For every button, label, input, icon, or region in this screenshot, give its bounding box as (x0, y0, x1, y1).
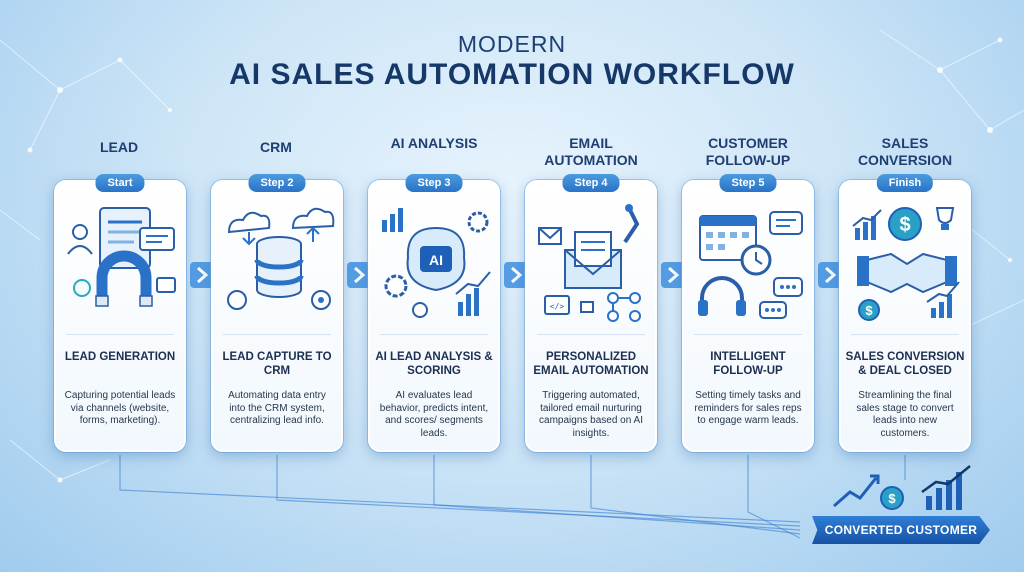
card-divider (694, 334, 802, 335)
svg-text:AI: AI (429, 252, 443, 268)
stage-badge: Step 3 (405, 174, 463, 192)
stage-heading: LEAD CAPTURE TO CRM (222, 351, 332, 377)
arrow-right-icon (190, 262, 216, 288)
stage-heading: INTELLIGENT FOLLOW-UP (710, 351, 786, 377)
stage-description: Automating data entry into the CRM syste… (228, 390, 326, 426)
card-divider (851, 334, 959, 335)
stage-badge: Step 5 (719, 174, 777, 192)
ai-brain-icon: AI (382, 208, 491, 318)
svg-text:$: $ (899, 214, 910, 236)
growth-chart-icon: $ (833, 465, 971, 510)
arrow-right-icon (504, 262, 530, 288)
handshake-dollar-icon: $ $ (852, 207, 960, 321)
stage-heading: SALES CONVERSION & DEAL CLOSED (845, 351, 965, 377)
arrow-right-icon (661, 262, 687, 288)
stage-badge: Finish (876, 174, 934, 192)
stage-badge: Step 2 (248, 174, 306, 192)
stage-card-conversion: Finish $ $ SALES CONVERSION & DEAL CLOSE… (839, 174, 971, 452)
magnet-lead-icon (67, 207, 176, 307)
stage-description: Capturing potential leads via channels (… (64, 390, 176, 426)
stage-heading: LEAD GENERATION (64, 351, 176, 363)
stage-card-email: Step 4 </> PERSONALIZED EMAIL AUTOMATION… (525, 174, 657, 452)
stage-description: Triggering automated, tailored email nur… (539, 390, 643, 439)
svg-text:$: $ (888, 491, 896, 506)
database-cloud-icon (227, 207, 335, 310)
stage-description: Streamlining the final sales stage to co… (856, 390, 954, 439)
converted-customer-banner: CONVERTED CUSTOMER (812, 516, 990, 544)
stage-card-followup: Step 5 INTELLIGENT FOLLOW-UP Setting tim… (682, 174, 814, 452)
stage-card-ai: Step 3 AI AI LEAD ANALYSIS & SCORING AI … (368, 174, 500, 452)
page-subtitle: MODERN (457, 31, 567, 57)
arrow-right-icon (347, 262, 373, 288)
stage-title-crm: CRM (260, 139, 292, 155)
email-robot-icon: </> (538, 204, 641, 322)
svg-text:</>: </> (550, 302, 565, 311)
calendar-headset-icon (698, 211, 803, 319)
stage-title-ai: AI ANALYSIS (390, 135, 478, 151)
stage-heading: AI LEAD ANALYSIS & SCORING (375, 351, 493, 377)
stage-heading: PERSONALIZED EMAIL AUTOMATION (533, 351, 649, 377)
stage-title-lead: LEAD (99, 139, 139, 155)
stage-title-followup: CUSTOMER FOLLOW-UP (705, 135, 791, 168)
stage-card-lead: Start LEAD GENERATION Capturing potentia… (54, 174, 186, 452)
stage-badge: Step 4 (562, 174, 620, 192)
card-divider (537, 334, 645, 335)
stage-description: AI evaluates lead behavior, predicts int… (379, 390, 489, 439)
stage-title-conversion: SALES CONVERSION (857, 135, 953, 168)
stage-description: Setting timely tasks and reminders for s… (694, 390, 802, 426)
page-title: AI SALES AUTOMATION WORKFLOW (229, 58, 795, 91)
stage-badge: Start (95, 174, 145, 192)
card-divider (380, 334, 488, 335)
svg-text:$: $ (865, 303, 873, 318)
stage-card-crm: Step 2 LEAD CAPTURE TO CRM Automating da… (211, 174, 343, 452)
arrow-right-icon (818, 262, 844, 288)
card-divider (66, 334, 174, 335)
stage-title-email: EMAIL AUTOMATION (544, 135, 638, 168)
card-divider (223, 334, 331, 335)
